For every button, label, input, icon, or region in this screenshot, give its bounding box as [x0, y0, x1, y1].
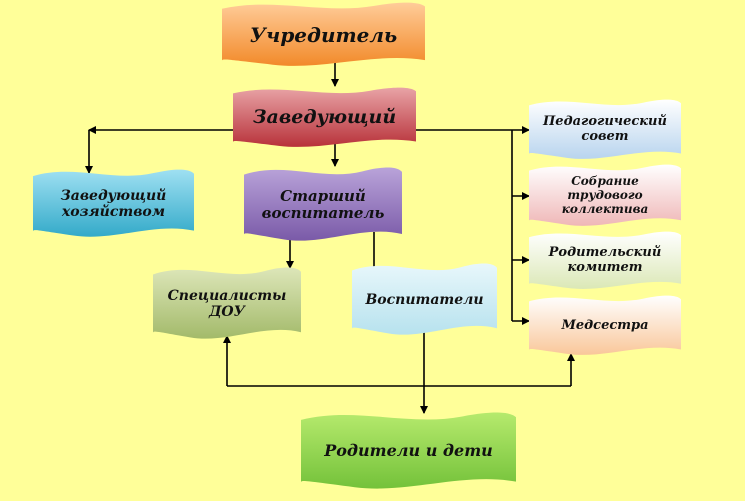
node-parents-committee-label: Родительский комитет	[548, 245, 662, 275]
node-specialists: Специалисты ДОУ	[153, 267, 301, 340]
node-founder: Учредитель	[222, 2, 425, 67]
node-head: Заведующий	[233, 87, 416, 148]
node-household-manager-label: Заведующий хозяйством	[60, 187, 167, 220]
node-parents-children-label: Родители и дети	[324, 441, 493, 461]
node-nurse: Медсестра	[529, 295, 681, 356]
node-staff-assembly: Собрание трудового коллектива	[529, 164, 681, 227]
node-staff-assembly-label: Собрание трудового коллектива	[561, 174, 649, 216]
node-teachers-label: Воспитатели	[365, 291, 484, 308]
node-founder-label: Учредитель	[249, 22, 398, 47]
node-senior-teacher-label: Старший воспитатель	[261, 186, 385, 222]
node-teachers: Воспитатели	[352, 263, 497, 336]
node-parents-children: Родители и дети	[301, 412, 516, 490]
node-head-label: Заведующий	[252, 106, 397, 129]
node-parents-committee: Родительский комитет	[529, 231, 681, 290]
node-pedagogical-council: Педагогический совет	[529, 99, 681, 160]
node-household-manager: Заведующий хозяйством	[33, 169, 194, 238]
node-senior-teacher: Старший воспитатель	[244, 167, 402, 242]
node-nurse-label: Медсестра	[561, 317, 649, 333]
node-pedagogical-council-label: Педагогический совет	[543, 114, 667, 144]
node-specialists-label: Специалисты ДОУ	[167, 287, 287, 320]
